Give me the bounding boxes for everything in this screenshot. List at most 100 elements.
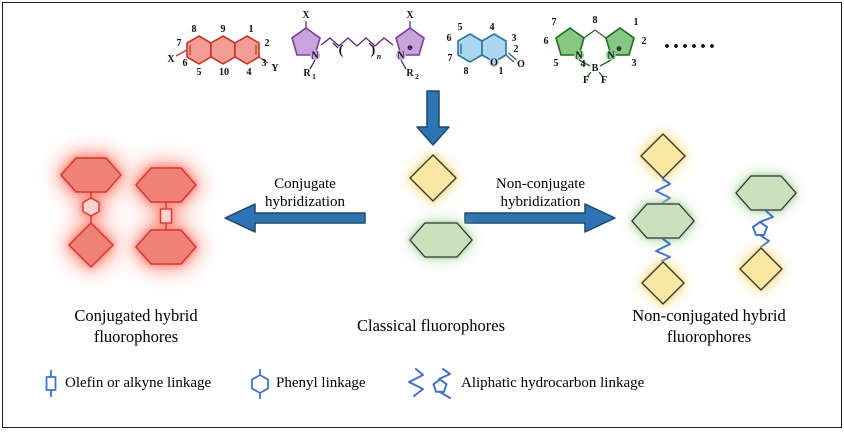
- paren-close: ): [371, 43, 376, 58]
- polymethine-chain: [320, 37, 394, 47]
- xanthene-number: 9: [221, 24, 226, 35]
- bond-line: [578, 59, 591, 67]
- phenyl-linkage-icon: [82, 197, 100, 217]
- xanthene-number: 5: [197, 67, 202, 78]
- cyanine-n-right: N: [397, 51, 405, 62]
- olefin-linkage-icon: [45, 376, 57, 391]
- bodipy-n-left: N: [575, 51, 583, 62]
- coumarin-carbonyl-oxygen: O: [517, 59, 525, 70]
- meso-bridge: [583, 29, 607, 39]
- phenyl-linkage-icon: [251, 374, 269, 394]
- yellow-diamond: [640, 133, 686, 179]
- aliphatic-linkage-icon: [655, 238, 671, 262]
- legend-aliphatic-icon: [408, 368, 451, 399]
- cyanine-r2-sub: 2: [415, 72, 419, 81]
- left-arrow: [224, 203, 366, 233]
- xanthene-number: 8: [192, 24, 197, 35]
- bond-line: [400, 59, 407, 70]
- bodipy-number: 1: [634, 17, 639, 28]
- bodipy-number: 4: [581, 59, 586, 70]
- bodipy-ring: [555, 27, 585, 56]
- bond-line: [175, 49, 188, 57]
- red-hexagon: [134, 167, 198, 203]
- green-hexagon: [409, 222, 473, 258]
- bodipy-boron: B: [592, 63, 599, 74]
- cyanine-ring: [291, 27, 321, 56]
- bodipy-number: 5: [554, 58, 559, 69]
- bodipy-n-right: N: [607, 51, 615, 62]
- coumarin-number: 3: [512, 33, 517, 44]
- label-line: Non-conjugate: [495, 176, 586, 192]
- legend-olefin-label: Olefin or alkyne linkage: [65, 375, 212, 391]
- coumarin-number: 5: [458, 22, 463, 33]
- xanthene-number: 4: [247, 67, 252, 78]
- bodipy-number: 2: [642, 36, 647, 47]
- label-line: Classical fluorophores: [356, 316, 505, 335]
- xanthene-number: 3: [262, 58, 267, 69]
- aliphatic-linkage-icon: [438, 368, 451, 380]
- coumarin-structure: 5 4 3 2 6 7 8 1 O O: [447, 22, 526, 77]
- bodipy-fluorine: F: [601, 75, 607, 86]
- label-line: fluorophores: [666, 327, 752, 346]
- repeat-subscript-n: n: [377, 52, 382, 61]
- cyanine-structure: X X N N ⊕ R 1 R 2 ( ) n: [291, 10, 425, 81]
- down-arrow: [416, 90, 450, 146]
- cyanine-r2: R: [406, 68, 414, 79]
- atom-mask: [310, 50, 320, 60]
- legend-aliphatic-label: Aliphatic hydrocarbon linkage: [461, 375, 645, 391]
- aliphatic-linkage-icon: [439, 391, 451, 399]
- xanthene-number: 2: [265, 38, 270, 49]
- xanthene-number: 10: [219, 67, 229, 78]
- coumarin-number: 7: [448, 53, 453, 64]
- xanthene-number: 6: [183, 58, 188, 69]
- bodipy-structure: 7 8 1 6 2 5 3 4 N N ⊕ B F F: [544, 15, 647, 86]
- plus-charge-icon: ⊕: [407, 43, 413, 52]
- bond-line: [309, 59, 316, 70]
- cyanine-ring: [395, 27, 425, 56]
- olefin-linkage-icon: [159, 208, 173, 224]
- conjugated-hybrid-a: [59, 157, 123, 269]
- yellow-diamond: [641, 261, 685, 305]
- nonconjugated-hybrid-fluorophores-label: Non-conjugated hybrid fluorophores: [605, 305, 813, 347]
- bodipy-number: 7: [552, 17, 557, 28]
- bond-line: [586, 71, 592, 78]
- xanthene-ring: [210, 35, 236, 65]
- bodipy-fluorine: F: [583, 75, 589, 86]
- xanthene-substituent-y: Y: [271, 63, 279, 74]
- red-hexagon: [134, 229, 198, 265]
- yellow-diamond: [409, 154, 457, 202]
- label-line: Non-conjugated hybrid: [632, 306, 786, 325]
- atom-mask: [489, 57, 499, 67]
- red-diamond: [67, 221, 115, 269]
- bond-line: [258, 56, 269, 64]
- bond-line: [368, 42, 375, 49]
- red-hexagon: [59, 157, 123, 193]
- label-line: Conjugate: [274, 176, 336, 192]
- atom-mask: [396, 50, 406, 60]
- coumarin-number: 1: [499, 66, 504, 77]
- aliphatic-linkage-icon: [759, 210, 774, 223]
- xanthene-number: 1: [249, 24, 254, 35]
- aliphatic-linkage-icon: [759, 234, 770, 248]
- label-line: Conjugated hybrid: [74, 306, 198, 325]
- nonconjugated-hybrid-a: [631, 133, 695, 305]
- classical-fluorophores-label: Classical fluorophores: [333, 315, 529, 336]
- right-arrow: [464, 203, 616, 233]
- bond-line: [599, 59, 612, 67]
- cyanine-x-left: X: [302, 10, 310, 21]
- xanthene-structure: 8 9 1 7 2 X 6 5 10 4 3 Y: [167, 24, 279, 78]
- bodipy-number: 6: [544, 36, 549, 47]
- plus-charge-icon: ⊕: [616, 44, 622, 53]
- conjugate-hybridization-label: Conjugate hybridization: [240, 175, 370, 211]
- paren-open: (: [339, 43, 344, 58]
- yellow-diamond: [739, 247, 783, 291]
- xanthene-ring: [234, 35, 260, 65]
- legend-olefin-icon: [45, 370, 57, 397]
- aliphatic-linkage-icon: [655, 178, 671, 204]
- cyanine-r1-sub: 1: [312, 72, 316, 81]
- nonconjugated-hybrid-b: [735, 175, 797, 291]
- xanthene-substituent-x: X: [167, 54, 175, 65]
- label-line: hybridization: [265, 194, 345, 210]
- green-hexagon: [735, 175, 797, 211]
